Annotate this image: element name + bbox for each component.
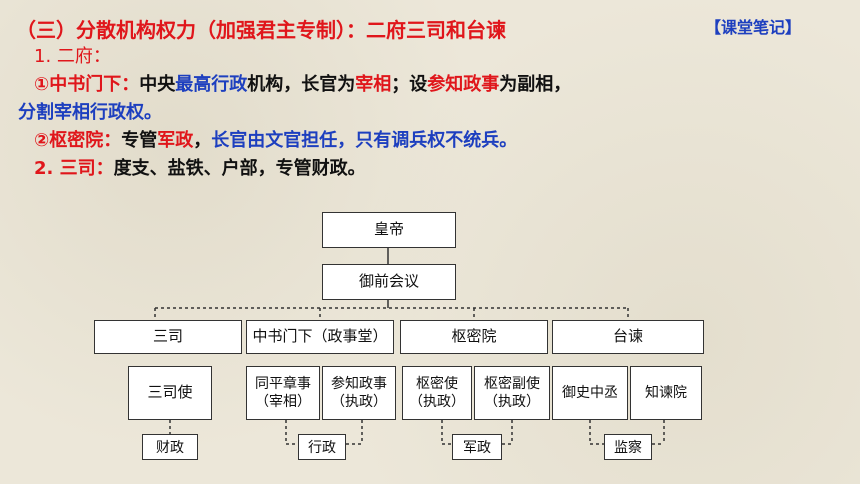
box-line: 枢密使 [416, 375, 458, 392]
box-line: 同平章事 [255, 375, 311, 392]
zhongshu-label: ①中书门下： [34, 74, 140, 95]
box-line: （执政） [484, 394, 540, 410]
emperor-box: 皇帝 [322, 212, 456, 248]
zhongshu-box: 中书门下（政事堂） [246, 320, 394, 354]
point-1-item-1: ①中书门下：中央最高行政机构，长官为宰相；设参知政事为副相， [34, 70, 571, 96]
text-segment: 专管 [121, 130, 158, 151]
point-1-item-1-cont: 分割宰相行政权。 [18, 102, 162, 123]
highlight-text: 宰相 [355, 74, 392, 95]
box-line: （执政） [331, 394, 387, 410]
text-segment: ， [193, 130, 212, 151]
highlight-text: 长官由文官担任，只有调兵权不统兵。 [211, 130, 518, 151]
sansi-label: 2. 三司： [34, 158, 114, 179]
shumi-label: ②枢密院： [34, 130, 122, 151]
box-line: （宰相） [255, 394, 311, 410]
taijian-box: 台谏 [552, 320, 704, 354]
yushi-box: 御史中丞 [552, 366, 628, 420]
tag-supervision: 监察 [604, 434, 652, 460]
text-segment: ；设 [391, 74, 428, 95]
tongping-box: 同平章事 （宰相） [246, 366, 320, 420]
box-line: （执政） [409, 394, 465, 410]
highlight-text: 军政 [157, 130, 194, 151]
council-box: 御前会议 [322, 264, 456, 300]
text-segment: 度支、盐铁、户部，专管财政。 [113, 158, 366, 179]
point-1-item-2: ②枢密院：专管军政，长官由文官担任，只有调兵权不统兵。 [34, 126, 517, 152]
class-notes-label: 【课堂笔记】 [705, 18, 802, 37]
highlight-text: 参知政事 [427, 74, 500, 95]
tag-finance: 财政 [142, 434, 198, 460]
text-segment: 为副相， [499, 74, 572, 95]
shumi-box: 枢密院 [400, 320, 548, 354]
shumifu-box: 枢密副使 （执政） [474, 366, 550, 420]
sansi-shi-box: 三司使 [128, 366, 212, 420]
zhijian-box: 知谏院 [630, 366, 702, 420]
box-line: 参知政事 [331, 375, 387, 392]
sansi-box: 三司 [94, 320, 242, 354]
shumishi-box: 枢密使 （执政） [402, 366, 472, 420]
slide-title: （三）分散机构权力（加强君主专制）：二府三司和台谏 [16, 18, 506, 42]
tag-military: 军政 [452, 434, 502, 460]
highlight-text: 最高行政 [175, 74, 248, 95]
canzhi-box: 参知政事 （执政） [322, 366, 396, 420]
point-2: 2. 三司：度支、盐铁、户部，专管财政。 [34, 154, 366, 180]
text-segment: 中央 [139, 74, 176, 95]
point-1: 1. 二府： [34, 46, 111, 67]
box-line: 枢密副使 [484, 375, 540, 392]
tag-administration: 行政 [298, 434, 346, 460]
text-segment: 机构，长官为 [247, 74, 356, 95]
